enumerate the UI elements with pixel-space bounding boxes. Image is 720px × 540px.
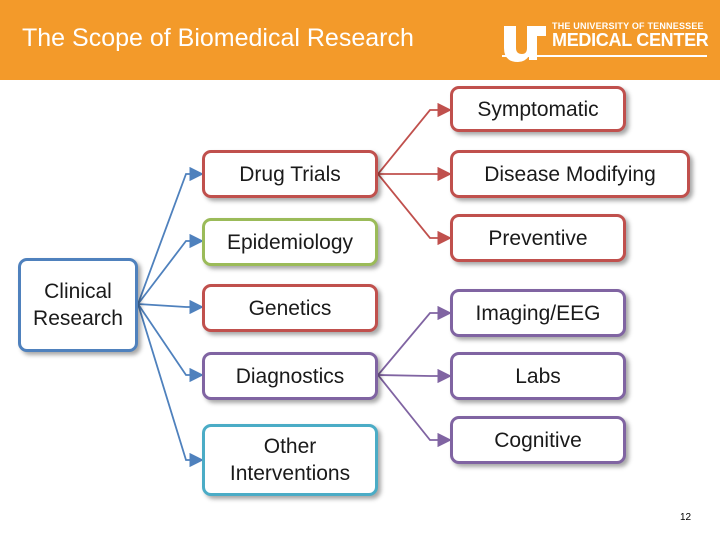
logo-university-text: THE UNIVERSITY OF TENNESSEE xyxy=(552,21,704,31)
node-disease-modifying-label: Disease Modifying xyxy=(484,162,656,186)
edge-diagnostics-labs xyxy=(377,368,452,384)
node-imaging-eeg-label: Imaging/EEG xyxy=(475,301,601,325)
node-imaging-eeg: Imaging/EEG xyxy=(450,289,626,337)
logo-medical-center-text: MEDICAL CENTER xyxy=(552,30,709,50)
node-drug-trials: Drug Trials xyxy=(202,150,378,198)
node-clinical-research-label: Clinical Research xyxy=(33,280,123,330)
node-disease-modifying: Disease Modifying xyxy=(450,150,690,198)
node-other-interventions: Other Interventions xyxy=(202,424,378,496)
node-clinical-research: Clinical Research xyxy=(18,258,138,352)
node-other-interventions-label: Other Interventions xyxy=(229,435,351,485)
edge-diagnostics-cognitive xyxy=(377,374,452,448)
page-number: 12 xyxy=(680,512,692,523)
edge-clinical-other-interventions xyxy=(137,303,204,468)
edge-diagnostics-imaging xyxy=(377,305,452,376)
node-genetics: Genetics xyxy=(202,284,378,332)
logo-underline xyxy=(502,55,707,57)
edge-drug-trials-preventive xyxy=(377,173,452,246)
edge-clinical-diagnostics xyxy=(137,303,204,383)
node-symptomatic-label: Symptomatic xyxy=(477,97,599,121)
node-preventive: Preventive xyxy=(450,214,626,262)
node-labs-label: Labs xyxy=(515,364,561,388)
node-genetics-label: Genetics xyxy=(248,296,332,320)
edge-drug-trials-symptomatic xyxy=(377,102,452,175)
node-diagnostics: Diagnostics xyxy=(202,352,378,400)
node-preventive-label: Preventive xyxy=(488,226,588,250)
node-labs: Labs xyxy=(450,352,626,400)
title-bar: The Scope of Biomedical Research THE UNI… xyxy=(0,0,720,80)
slide-title: The Scope of Biomedical Research xyxy=(22,24,414,52)
node-diagnostics-label: Diagnostics xyxy=(235,364,345,388)
node-cognitive: Cognitive xyxy=(450,416,626,464)
node-cognitive-label: Cognitive xyxy=(494,428,582,452)
ut-logo-icon xyxy=(504,26,546,62)
node-drug-trials-label: Drug Trials xyxy=(239,162,341,186)
edge-clinical-drug-trials xyxy=(137,166,204,305)
node-symptomatic: Symptomatic xyxy=(450,86,626,132)
node-epidemiology: Epidemiology xyxy=(202,218,378,266)
edge-clinical-genetics xyxy=(137,299,204,315)
ut-medical-center-logo: THE UNIVERSITY OF TENNESSEE MEDICAL CENT… xyxy=(502,20,712,64)
edge-clinical-epidemiology xyxy=(137,233,204,305)
node-epidemiology-label: Epidemiology xyxy=(226,230,354,254)
